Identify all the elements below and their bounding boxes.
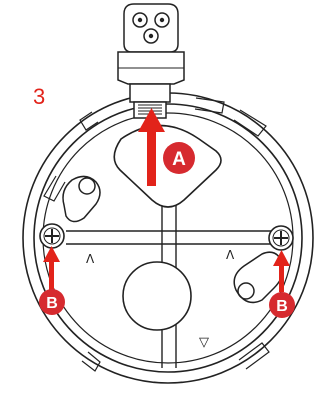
bottom-opening xyxy=(123,262,191,330)
plate-mark-bottom: ▽ xyxy=(199,335,209,350)
callout-a: A xyxy=(163,142,195,174)
plate-mark-left: Λ xyxy=(86,252,95,266)
callout-a-label: A xyxy=(172,149,186,170)
power-plug-connector xyxy=(118,4,184,118)
right-screw xyxy=(269,226,293,250)
callout-b-right: B xyxy=(269,292,295,318)
callout-b-left-label: B xyxy=(46,295,58,312)
step-number: 3 xyxy=(33,86,45,108)
callout-b-left: B xyxy=(39,289,65,315)
arrow-b-left xyxy=(43,246,60,292)
left-screw xyxy=(40,224,64,248)
left-keyhole-slot xyxy=(63,176,100,221)
plate-mark-right: Λ xyxy=(226,248,235,262)
callout-b-right-label: B xyxy=(276,298,288,315)
